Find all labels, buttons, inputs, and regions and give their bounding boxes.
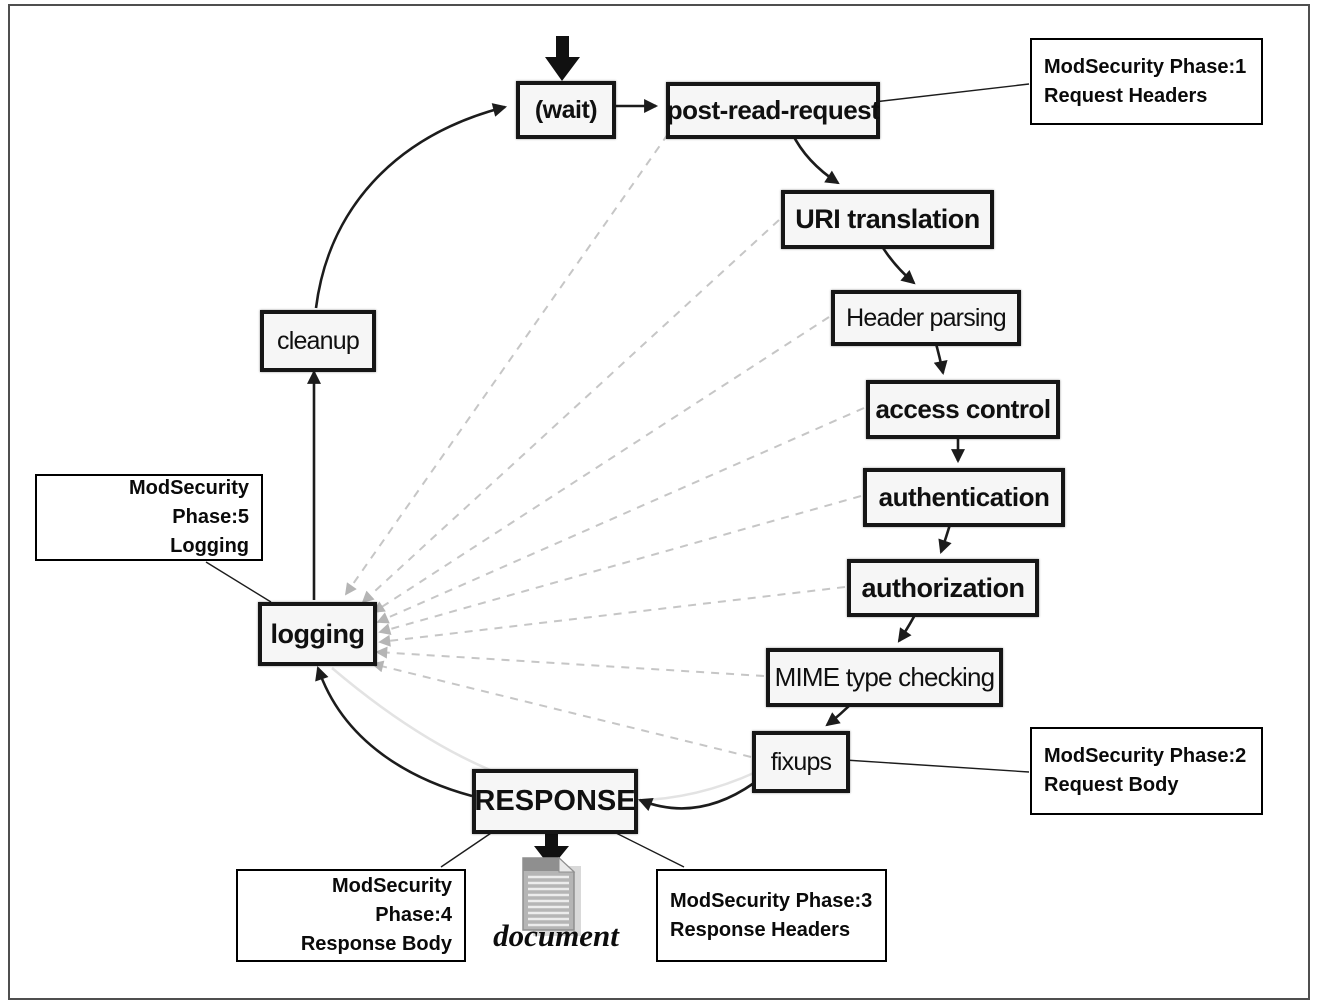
callout-modsecurity-phase-1: ModSecurity Phase:1 Request Headers (1030, 38, 1263, 125)
dashed-mime-type-checking-to-logging (375, 646, 765, 677)
dashed-fixups-to-logging (371, 660, 752, 758)
document-page-icon (522, 856, 581, 936)
node-header-parsing: Header parsing (831, 290, 1021, 346)
callout-phase5-title: ModSecurity Phase:5 (128, 477, 249, 528)
node-logging: logging (258, 602, 377, 666)
node-wait: (wait) (516, 81, 616, 139)
dashed-post-read-request-to-logging (344, 133, 669, 596)
node-fixups: fixups (752, 731, 850, 793)
callout-modsecurity-phase-3: ModSecurity Phase:3 Response Headers (656, 869, 887, 962)
node-authentication: authentication (863, 468, 1065, 527)
node-mime-type-checking: MIME type checking (766, 648, 1003, 707)
callout-phase2-subtitle: Request Body (1044, 774, 1179, 796)
dashed-access-control-to-logging (376, 407, 865, 624)
connector-response-to-phase4 (440, 828, 498, 868)
document-folded-corner (558, 856, 576, 873)
node-uri-translation: URI translation (781, 190, 994, 249)
document-label: document (493, 918, 619, 953)
diagram-frame (8, 4, 1310, 1000)
response-to-document-arrow-icon (534, 831, 569, 868)
document-top-band (523, 858, 561, 871)
edge-uri-translation-to-header-parsing (878, 242, 916, 285)
dashed-authorization-to-logging (378, 586, 846, 647)
connector-post-read-request-to-phase1 (873, 83, 1030, 103)
callout-modsecurity-phase-5: ModSecurity Phase:5 Logging (35, 474, 263, 561)
connector-phase5-to-logging (205, 561, 272, 603)
callout-modsecurity-phase-4: ModSecurity Phase:4 Response Body (236, 869, 466, 962)
edge-response-to-logging (315, 666, 473, 798)
edge-fixups-to-response (638, 781, 755, 811)
callout-phase3-title: ModSecurity Phase:3 (670, 889, 873, 912)
down-arrow-icon (545, 36, 580, 81)
callout-phase4-title: ModSecurity Phase:4 (331, 875, 452, 926)
dashed-header-parsing-to-logging (372, 316, 830, 613)
callout-phase1-title: ModSecurity Phase:1 (1044, 55, 1247, 78)
edge-post-read-request-to-uri-translation (790, 132, 840, 185)
connector-fixups-to-phase2 (844, 759, 1030, 773)
dashed-uri-translation-to-logging (361, 219, 780, 604)
callout-phase3-subtitle: Response Headers (670, 918, 851, 941)
dashed-authentication-to-logging (378, 495, 862, 635)
document-text-lines (528, 875, 569, 927)
node-response: RESPONSE (472, 769, 638, 834)
node-post-read-request: post-read-request (666, 82, 880, 139)
node-cleanup: cleanup (260, 310, 376, 372)
callout-phase4-subtitle: Response Body (300, 933, 452, 955)
callout-phase2-title: ModSecurity Phase:2 (1044, 745, 1247, 767)
callout-modsecurity-phase-2: ModSecurity Phase:2 Request Body (1030, 727, 1263, 815)
node-authorization: authorization (847, 559, 1039, 617)
callout-phase5-subtitle: Logging (170, 535, 249, 557)
node-access-control: access control (866, 380, 1060, 439)
connector-response-to-phase3 (607, 828, 685, 868)
edge-cleanup-to-wait (314, 103, 508, 309)
callout-phase1-subtitle: Request Headers (1044, 84, 1208, 107)
